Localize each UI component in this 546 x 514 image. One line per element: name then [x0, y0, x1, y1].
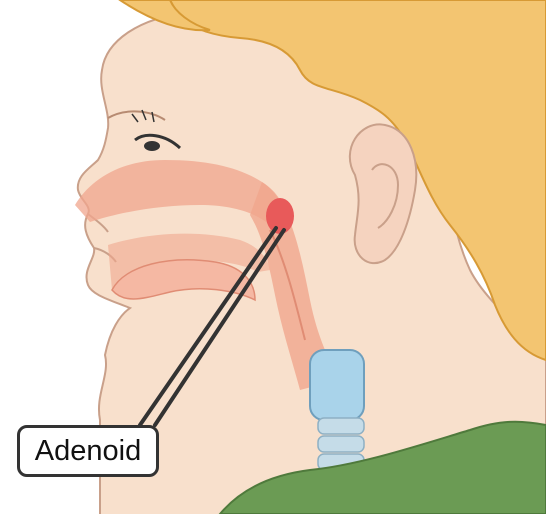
eye-pupil	[144, 141, 160, 151]
larynx	[310, 350, 364, 420]
trachea-ring-2	[318, 436, 364, 452]
adenoid-label: Adenoid	[17, 425, 159, 477]
trachea-ring-1	[318, 418, 364, 434]
adenoid-tissue	[266, 198, 294, 234]
